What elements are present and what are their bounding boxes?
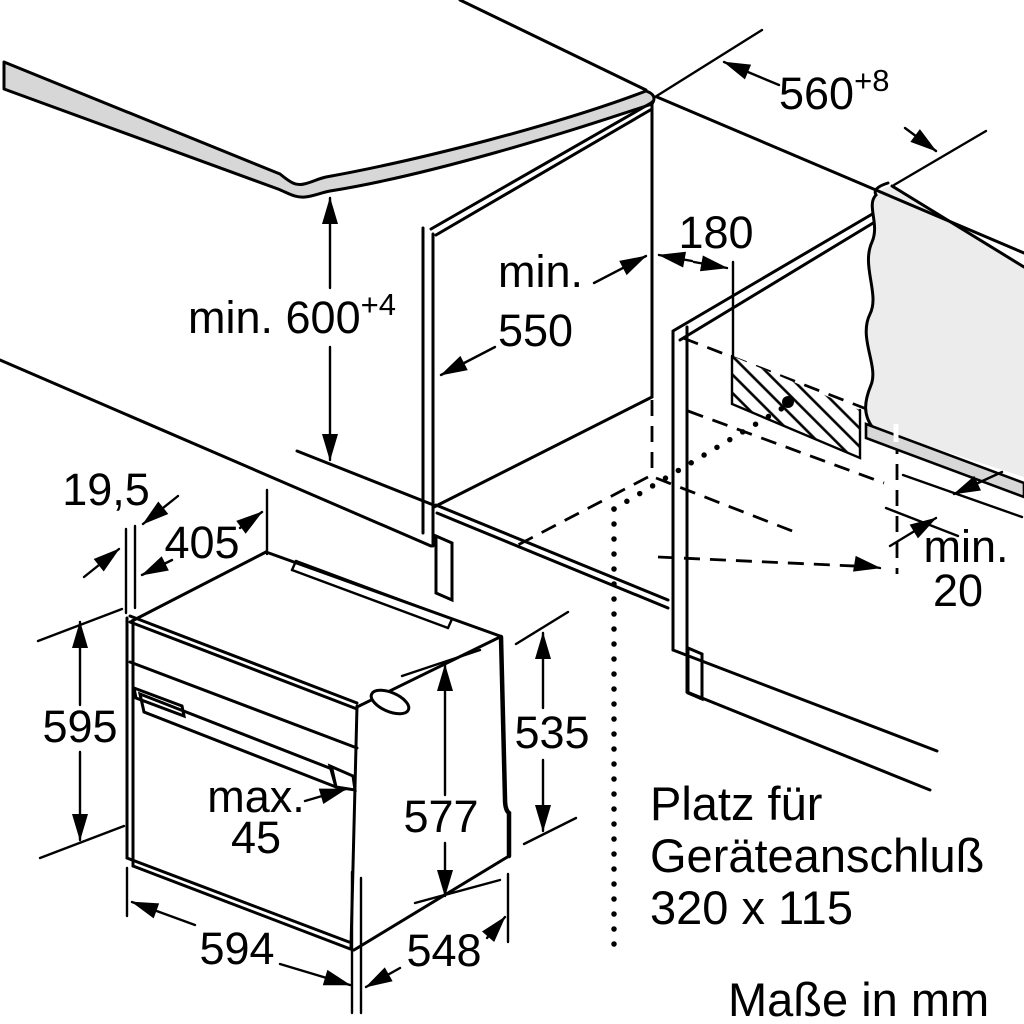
niche-floor-front-edge — [434, 503, 670, 602]
cabinet-foot-left — [434, 533, 454, 603]
connection-point-dot — [782, 396, 794, 408]
dimension-niche-height: min. 600+4 — [188, 196, 396, 462]
rear-wall — [655, 95, 1024, 499]
oven-door-handle — [131, 685, 357, 792]
dimension-niche-depth: min. 550 — [439, 246, 648, 377]
dimension-body-rear-height: 577 — [400, 648, 502, 905]
worktop-edge-band — [2, 60, 656, 199]
oven-top-vent — [290, 559, 454, 630]
connection-note-line2: Geräteanschluß — [650, 829, 984, 882]
oven-depth-label: 548 — [406, 925, 481, 976]
oven-height-label: 595 — [42, 701, 117, 752]
top-depth-label: 405 — [164, 517, 239, 568]
dimension-oven-height: 595 — [36, 607, 126, 860]
dimension-handle-depth: max. 45 — [207, 771, 348, 863]
cabinet-niche — [0, 100, 939, 792]
dimension-oven-width: 594 — [125, 866, 363, 1015]
wall-top-edge — [655, 95, 1024, 255]
rear-gap-label-line2: 20 — [933, 565, 983, 616]
dimension-body-rear-depth: 535 — [514, 610, 590, 846]
niche-opening-bottom-edge — [432, 395, 654, 509]
oven-control-panel-divider — [128, 660, 359, 750]
oven-width-label: 594 — [199, 923, 274, 974]
dimension-front-overhang: 19,5 — [62, 464, 180, 615]
handle-depth-label-line2: 45 — [231, 812, 281, 863]
dimension-wall-offset: 180 — [657, 207, 754, 360]
dimension-rear-gap: min. 20 — [884, 470, 1024, 616]
connection-note-line1: Platz für — [650, 777, 822, 830]
niche-depth-label-line1: min. — [498, 246, 583, 297]
oven-rear-right-edge — [498, 634, 512, 859]
rear-gap-label-line1: min. — [923, 521, 1008, 572]
oven-side-grip — [369, 688, 411, 716]
worktop — [2, 0, 656, 199]
dimension-top-depth: 405 — [140, 488, 269, 577]
niche-width-label: 560+8 — [779, 63, 889, 119]
projection-dotted-lines — [611, 403, 789, 948]
front-overhang-label: 19,5 — [62, 464, 150, 515]
units-note: Maße in mm — [728, 973, 989, 1024]
body-rear-depth-label: 535 — [514, 707, 589, 758]
dimension-oven-depth: 548 — [364, 872, 510, 989]
connection-cutout-hatch — [730, 354, 862, 460]
wall-tear-line — [864, 181, 890, 430]
worktop-back-edge — [458, 0, 648, 92]
base-front-edge — [0, 358, 433, 548]
wall-offset-label: 180 — [678, 207, 753, 258]
connection-note: Platz für Geräteanschluß 320 x 115 — [650, 777, 984, 934]
handle-depth-label-line1: max. — [207, 771, 305, 822]
niche-height-label: min. 600+4 — [188, 287, 396, 343]
body-rear-height-label: 577 — [403, 791, 478, 842]
niche-depth-label-line2: 550 — [498, 305, 573, 356]
dimension-niche-width: 560+8 — [653, 28, 988, 187]
connection-note-line3: 320 x 115 — [650, 881, 853, 934]
oven-drawing — [125, 550, 512, 952]
wall-surface — [865, 186, 1024, 477]
